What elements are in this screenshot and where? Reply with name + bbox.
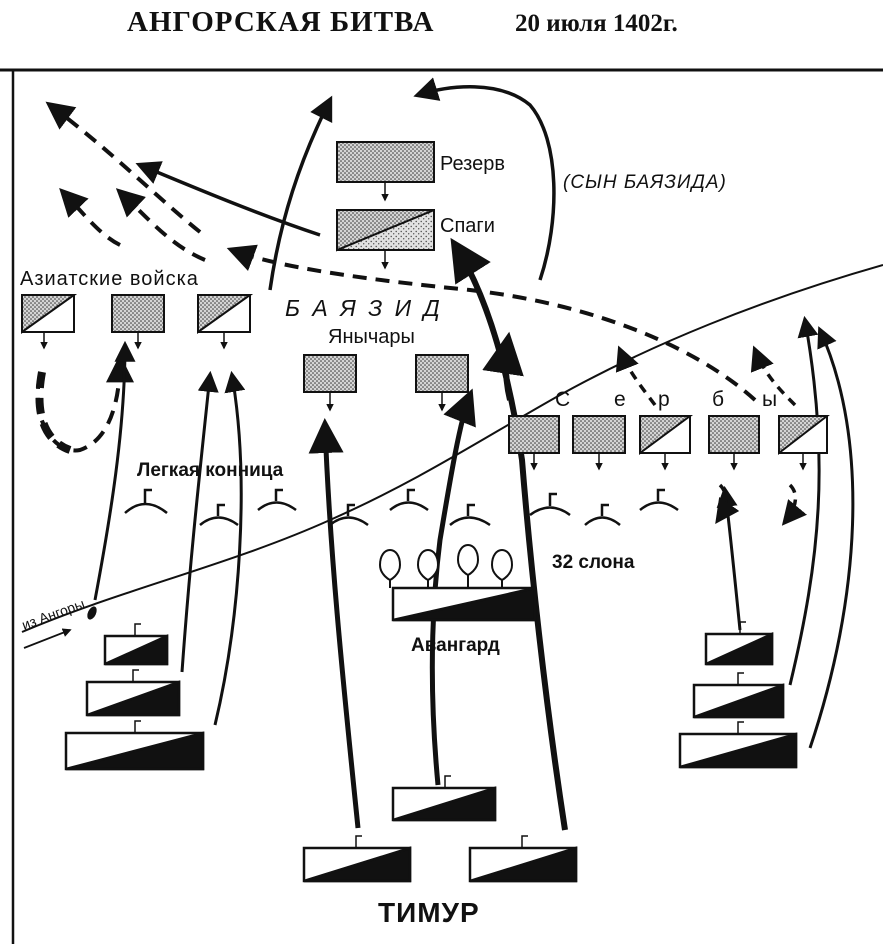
serb-unit-3-icon	[639, 415, 694, 455]
timur-right-unit-2-icon	[692, 683, 785, 719]
serb-letter-5: ы	[762, 388, 777, 411]
timur-right-unit-1-icon	[704, 632, 774, 666]
spahi-unit-icon	[336, 209, 435, 252]
light-cavalry-label: Легкая конница	[137, 460, 284, 481]
vanguard-unit-icon	[391, 586, 537, 622]
vanguard-label: Авангард	[411, 635, 500, 656]
timur-bottom-unit-1-icon	[302, 846, 412, 883]
retreat-thick-dashes	[35, 371, 72, 454]
janissary-unit-2-icon	[415, 354, 469, 393]
reserve-label: Резерв	[440, 153, 505, 175]
from-angora-label: из Ангоры	[20, 595, 87, 632]
title-date: 20 июля 1402г.	[515, 10, 678, 37]
serb-unit-5-icon	[778, 415, 830, 456]
timur-left-unit-2-icon	[85, 680, 181, 717]
serb-unit-1-icon	[508, 415, 560, 454]
map-frame	[0, 68, 883, 944]
asian-unit-3-icon	[197, 294, 254, 334]
timur-left-unit-3-icon	[64, 731, 205, 771]
serb-letter-2: е	[614, 388, 626, 411]
janissary-unit-1-icon	[303, 354, 357, 393]
timur-units	[64, 586, 798, 883]
serb-unit-4-icon	[708, 415, 760, 454]
map-title: АНГОРСКАЯ БИТВА 20 июля 1402г.	[0, 0, 883, 60]
serb-dashed-advances	[615, 345, 807, 526]
serb-letter-4: б	[712, 388, 724, 411]
son-label: (СЫН БАЯЗИДА)	[563, 172, 727, 193]
road-line	[21, 264, 883, 633]
elephant-icon	[416, 549, 440, 588]
elephant-icon	[490, 549, 514, 588]
serb-letter-1: С	[555, 388, 570, 411]
title-main: АНГОРСКАЯ БИТВА	[127, 6, 435, 38]
timur-right-unit-3-icon	[678, 732, 798, 769]
attack-arrows	[93, 77, 855, 831]
janissaries-label: Янычары	[328, 326, 415, 348]
unit-flags	[132, 621, 746, 848]
light-cavalry-arcs	[124, 488, 679, 527]
timur-label: ТИМУР	[378, 897, 480, 928]
bayezid-label: Б А Я З И Д	[285, 295, 443, 321]
elephants-label: 32 слона	[552, 552, 635, 573]
retreat-dashed-arrows	[35, 101, 757, 453]
angora-marker-icon	[87, 606, 97, 620]
serb-letter-3: р	[658, 388, 670, 411]
ottoman-units	[21, 141, 830, 456]
elephant-icons	[378, 544, 514, 588]
timur-bottom-unit-2-icon	[468, 846, 578, 883]
reserve-unit-icon	[336, 141, 435, 183]
asian-unit-2-icon	[111, 294, 165, 333]
spahi-label: Спаги	[440, 215, 495, 237]
elephant-icon	[378, 549, 402, 588]
road-arrow-icon	[23, 628, 72, 649]
elephant-icon	[456, 544, 480, 588]
timur-center-unit-icon	[391, 786, 497, 822]
timur-left-unit-1-icon	[103, 634, 169, 666]
asian-unit-1-icon	[21, 294, 78, 334]
serb-unit-2-icon	[572, 415, 626, 454]
unit-direction-ticks	[40, 182, 807, 471]
asian-troops-label: Азиатские войска	[20, 268, 199, 290]
